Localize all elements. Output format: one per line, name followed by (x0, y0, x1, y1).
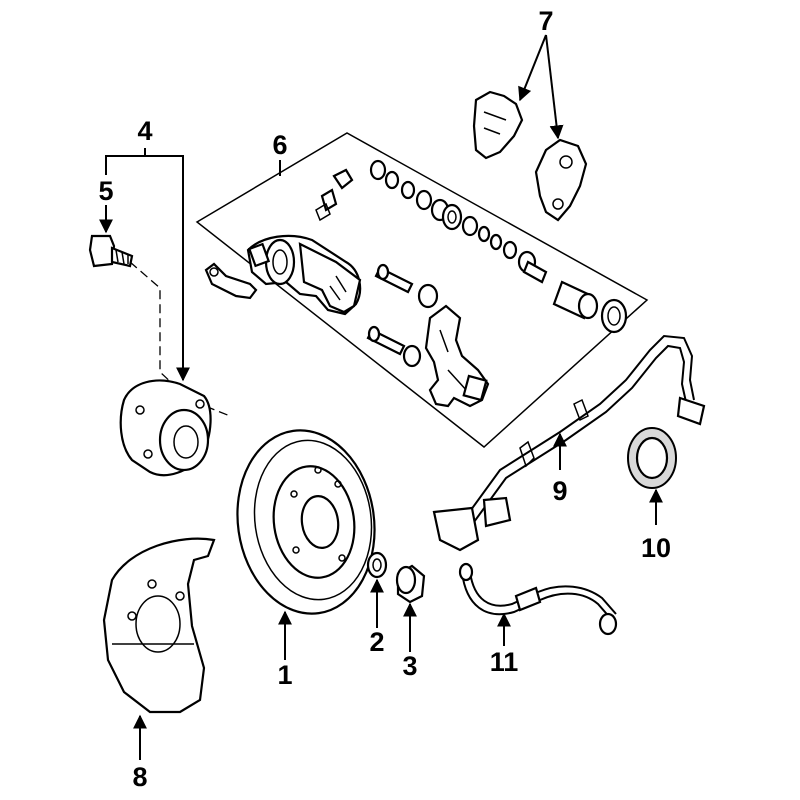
bleeder-bracket (204, 262, 258, 300)
brake-rotor (236, 429, 376, 615)
callout-11: 11 (490, 647, 519, 677)
leader-lines (99, 34, 663, 760)
caliper-kit-box (195, 132, 649, 448)
callout-1: 1 (277, 660, 292, 690)
hub-bolt (88, 234, 134, 268)
callout-5: 5 (98, 176, 113, 206)
abs-tone-ring (627, 427, 677, 489)
callout-4: 4 (137, 116, 152, 146)
bleeder-screw (315, 168, 354, 222)
callout-10: 10 (641, 533, 671, 563)
seal-kit-row (369, 159, 548, 284)
grease-cap (395, 564, 426, 604)
brake-pads (472, 90, 588, 222)
dust-shield (102, 537, 216, 714)
wheel-hub (119, 379, 212, 477)
callout-2: 2 (369, 627, 384, 657)
callout-8: 8 (132, 762, 147, 792)
hub-nut (366, 551, 388, 579)
callout-6: 6 (272, 130, 287, 160)
caliper-mount-bracket (424, 304, 490, 408)
callout-9: 9 (552, 476, 567, 506)
abs-sensor (432, 334, 706, 552)
caliper-piston (552, 280, 628, 334)
callout-7: 7 (538, 6, 553, 36)
caliper-assembly (246, 234, 362, 316)
callout-labels: 1 2 3 4 5 6 7 8 9 10 11 (98, 6, 671, 792)
guide-pins (366, 263, 439, 368)
brake-hose (458, 562, 618, 636)
callout-3: 3 (402, 651, 417, 681)
